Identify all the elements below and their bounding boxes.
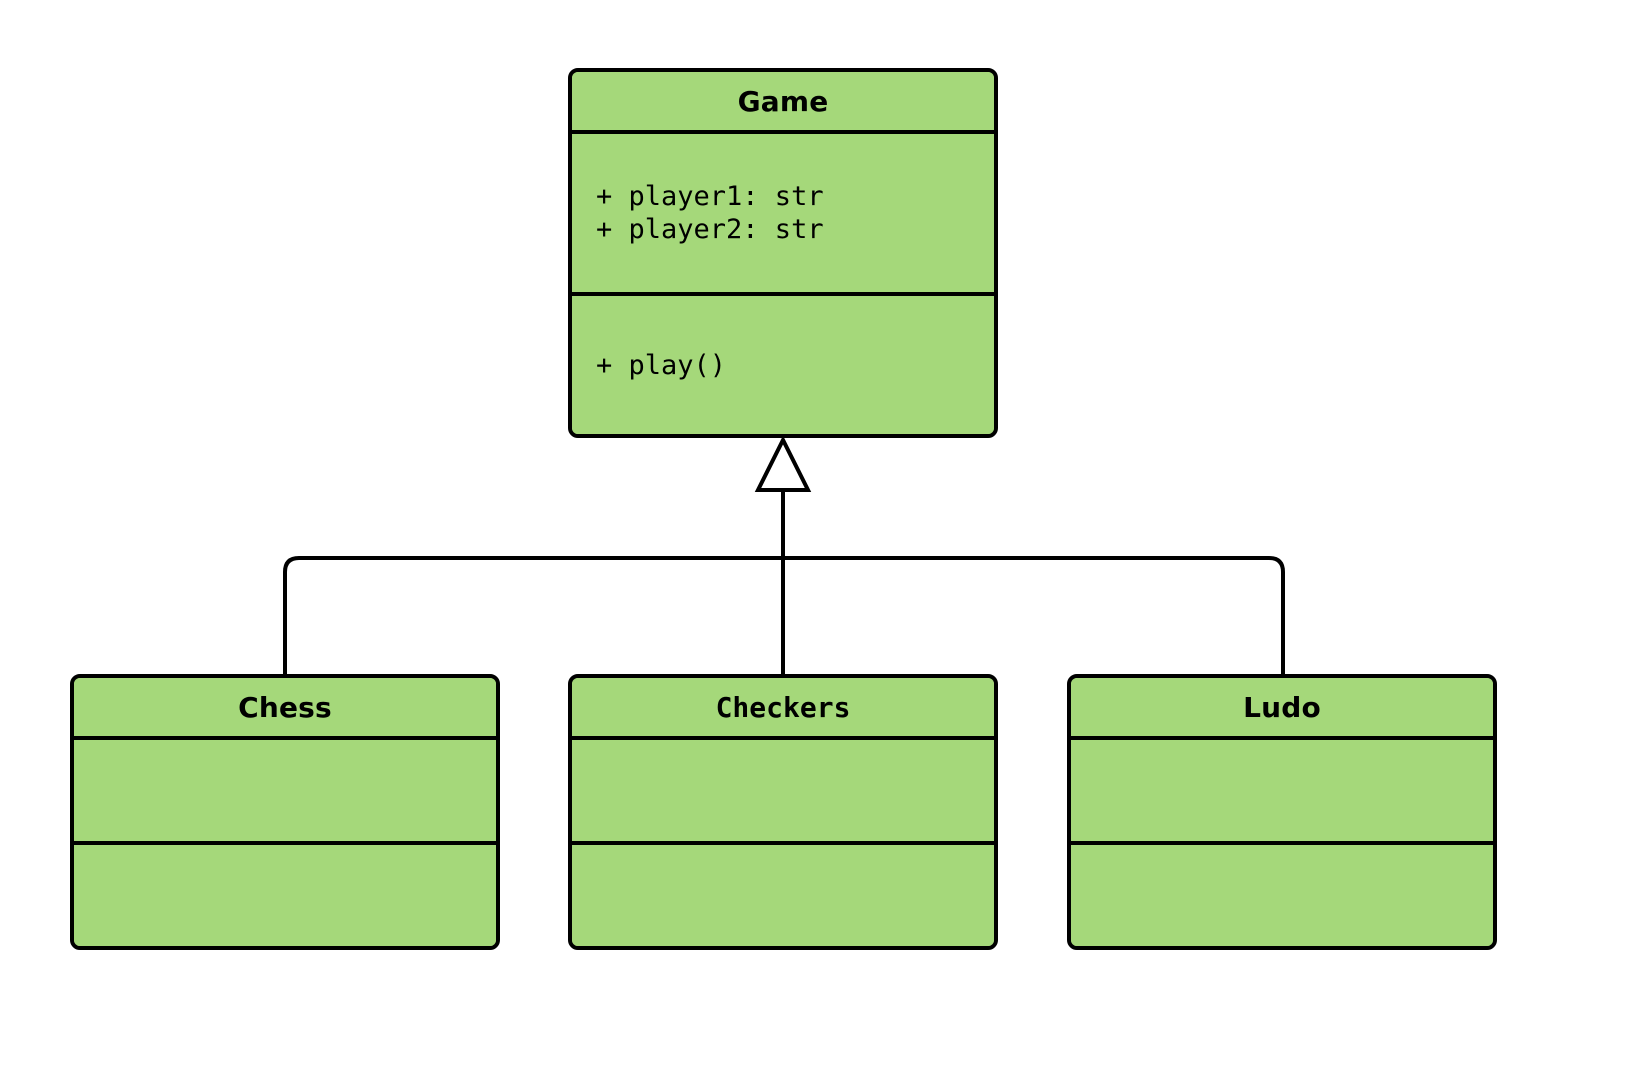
class-attributes-chess xyxy=(74,740,496,845)
attribute-row: + player2: str xyxy=(596,214,824,245)
uml-class-checkers[interactable]: Checkers xyxy=(568,674,998,950)
uml-class-game[interactable]: Game + player1: str + player2: str + pla… xyxy=(568,68,998,438)
class-title-game: Game xyxy=(572,72,994,134)
class-attributes-checkers xyxy=(572,740,994,845)
class-methods-chess xyxy=(74,845,496,946)
generalization-arrowhead-icon xyxy=(754,435,812,492)
class-title-checkers: Checkers xyxy=(572,678,994,740)
attribute-row: + player1: str xyxy=(596,181,824,212)
connector-segment xyxy=(783,556,1285,674)
class-title-ludo: Ludo xyxy=(1071,678,1493,740)
uml-class-chess[interactable]: Chess xyxy=(70,674,500,950)
class-methods-ludo xyxy=(1071,845,1493,946)
method-row: + play() xyxy=(596,349,727,381)
class-attributes-game: + player1: str + player2: str xyxy=(572,134,994,296)
class-title-chess: Chess xyxy=(74,678,496,740)
class-methods-checkers xyxy=(572,845,994,946)
class-attributes-ludo xyxy=(1071,740,1493,845)
uml-class-ludo[interactable]: Ludo xyxy=(1067,674,1497,950)
class-methods-game: + play() xyxy=(572,296,994,434)
connector-segment xyxy=(283,556,783,674)
